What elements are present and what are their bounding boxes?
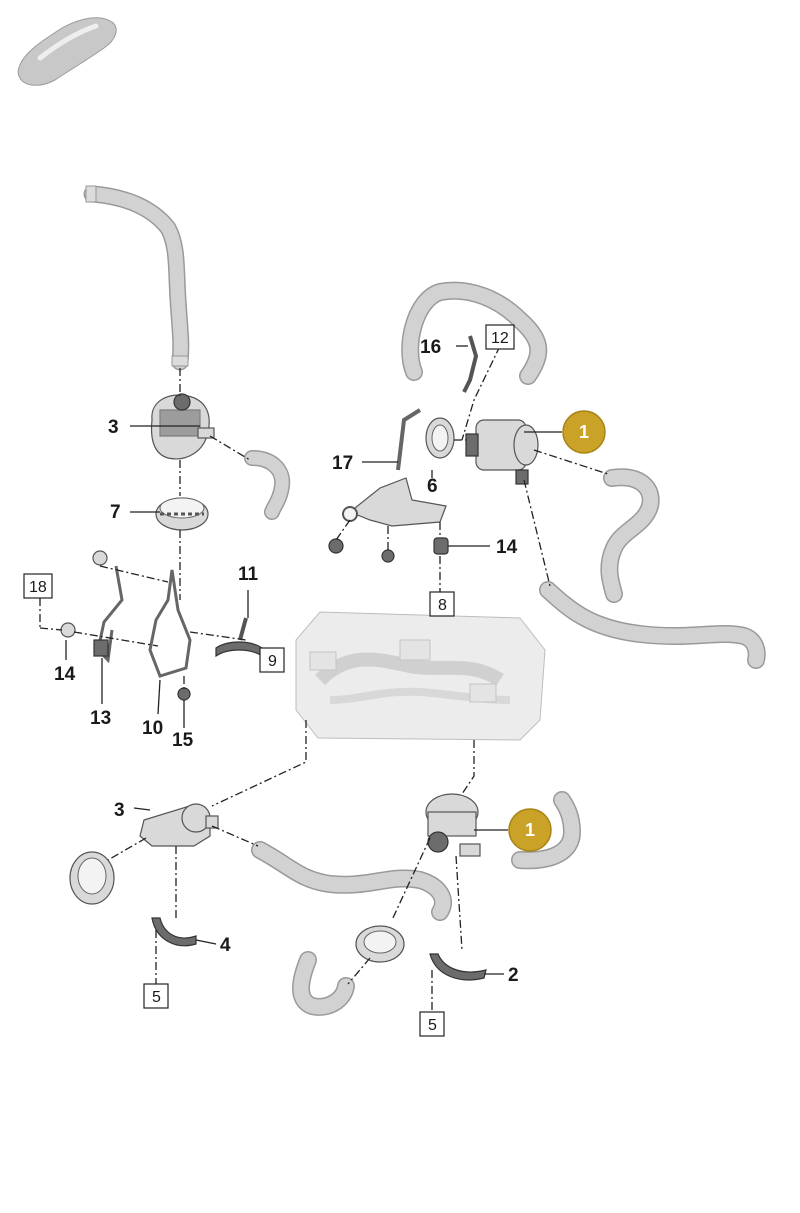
clamp-ring-6 (425, 417, 455, 459)
coolant-pump-lower-right (425, 793, 481, 857)
coolant-hose-lower-right (511, 791, 581, 870)
label-8-box[interactable]: 8 (429, 591, 455, 617)
battery-housing-ghost (295, 611, 546, 741)
coolant-hose-lower-left-bend (292, 951, 355, 1016)
coolant-hose-lower-middle (251, 841, 452, 921)
retaining-ring-lower-left (69, 851, 115, 905)
coolant-pump-upper-right (465, 419, 539, 485)
label-14-right[interactable]: 14 (496, 537, 518, 558)
bracket-assembly-left (60, 550, 192, 701)
label-14-left[interactable]: 14 (54, 664, 76, 685)
car-silhouette-icon[interactable] (17, 17, 117, 86)
boxed-labels: 12 18 9 8 5 5 (23, 324, 515, 1037)
label-15[interactable]: 15 (172, 730, 194, 751)
auxiliary-pump-lower (139, 803, 219, 847)
part-labels: 3 7 11 14 13 10 15 16 17 6 14 3 4 2 (54, 337, 519, 986)
svg-text:8: 8 (438, 597, 447, 614)
label-16[interactable]: 16 (420, 337, 441, 358)
label-6[interactable]: 6 (427, 476, 438, 497)
svg-text:18: 18 (29, 579, 47, 596)
label-3-upper[interactable]: 3 (108, 417, 119, 438)
svg-text:5: 5 (152, 989, 161, 1006)
label-7[interactable]: 7 (110, 502, 121, 523)
svg-text:1: 1 (525, 820, 535, 840)
coolant-hose-far-right (600, 468, 660, 603)
coolant-hose-short-upper (244, 450, 291, 520)
svg-text:12: 12 (491, 330, 509, 347)
clamp-4 (151, 917, 197, 947)
clamp-2 (429, 953, 487, 981)
rubber-mount-14-upper (433, 537, 449, 555)
retaining-ring-upper (155, 497, 209, 531)
label-11[interactable]: 11 (238, 564, 259, 585)
auxiliary-pump-upper (150, 393, 215, 460)
svg-text:5: 5 (428, 1017, 437, 1034)
coolant-hose-upper-right (401, 281, 548, 385)
label-18-box[interactable]: 18 (23, 573, 53, 599)
label-2[interactable]: 2 (508, 965, 519, 986)
callout-1-upper[interactable]: 1 (562, 410, 606, 454)
retaining-ring-lower-center (355, 925, 405, 963)
label-13[interactable]: 13 (90, 708, 111, 729)
label-17[interactable]: 17 (332, 453, 353, 474)
label-5-box-left[interactable]: 5 (143, 983, 169, 1009)
label-5-box-right[interactable]: 5 (419, 1011, 445, 1037)
label-9-box[interactable]: 9 (259, 647, 285, 673)
clamp-16 (462, 335, 479, 393)
coolant-hose-upper-left (83, 185, 190, 371)
bracket-17 (328, 408, 447, 563)
svg-text:9: 9 (268, 653, 277, 670)
label-4[interactable]: 4 (220, 935, 231, 956)
label-3-lower[interactable]: 3 (114, 800, 125, 821)
callout-1-lower[interactable]: 1 (508, 808, 552, 852)
svg-text:1: 1 (579, 422, 589, 442)
coolant-hose-long-right (539, 581, 766, 669)
label-12-box[interactable]: 12 (485, 324, 515, 350)
leader-lines (39, 345, 609, 1010)
label-10[interactable]: 10 (142, 718, 163, 739)
